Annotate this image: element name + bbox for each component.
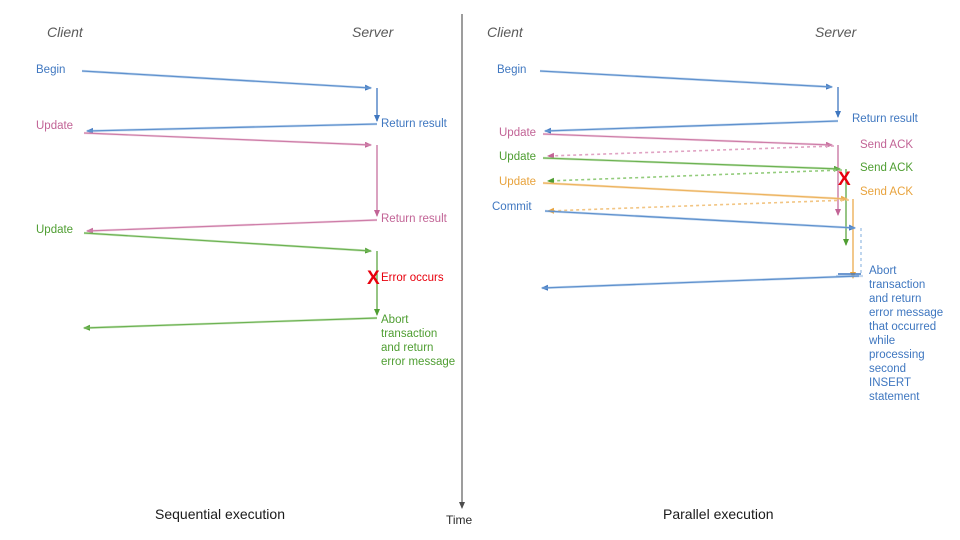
caption-sequential: Sequential execution [155,506,285,522]
arrow-send-ack-3 [547,199,850,214]
parallel-panel-lines [539,69,863,291]
actor-server-parallel: Server [815,24,857,40]
message-label-return-result-2: Return result [381,213,447,225]
arrow-send-ack-1 [547,145,835,159]
message-label-begin-parallel: Begin [497,64,527,76]
arrow-update-2-request-p [542,156,841,172]
arrow-begin-request [81,69,372,91]
message-label-begin-sequential: Begin [36,64,66,76]
message-label-commit-parallel: Commit [492,201,532,213]
arrow-return-result-1 [86,122,378,134]
arrow-abort-return-parallel [541,274,860,291]
sequential-panel-lines [81,69,380,331]
arrow-update-3-request-p [542,181,848,202]
message-label-send-ack-3: Send ACK [860,186,914,198]
server-activation-commit [836,228,863,278]
actor-server-sequential: Server [352,24,394,40]
message-label-update1-sequential: Update [36,120,74,132]
message-label-return-result-parallel: Return result [852,113,918,125]
message-label-update1-parallel: Update [499,127,537,139]
arrow-update-1-request [83,131,372,148]
time-axis-label: Time [446,513,473,527]
caption-parallel: Parallel execution [663,506,774,522]
arrow-return-result-p [544,119,839,134]
message-label-send-ack-1: Send ACK [860,139,914,151]
message-label-update2-sequential: Update [36,224,74,236]
error-x-icon-parallel: X [838,169,851,190]
arrow-abort-return-sequential [83,316,378,331]
error-x-icon-sequential: X [367,268,380,289]
note-abort-sequential: Abort transaction and return error messa… [381,314,456,368]
actor-client-sequential: Client [47,24,83,40]
arrow-update-2-request [83,231,372,254]
actor-client-parallel: Client [487,24,523,40]
message-label-error-occurs: Error occurs [381,272,444,284]
arrow-begin-request-p [539,69,833,90]
arrow-update-1-request-p [542,132,833,148]
arrow-commit-request [544,209,856,231]
message-label-update3-parallel: Update [499,176,537,188]
message-label-return-result-1: Return result [381,118,447,130]
arrow-return-result-2 [86,218,378,234]
note-abort-parallel: Abort transaction and return error messa… [869,265,944,403]
message-label-update2-parallel: Update [499,151,537,163]
arrow-send-ack-2 [547,169,843,184]
message-label-send-ack-2: Send ACK [860,162,914,174]
